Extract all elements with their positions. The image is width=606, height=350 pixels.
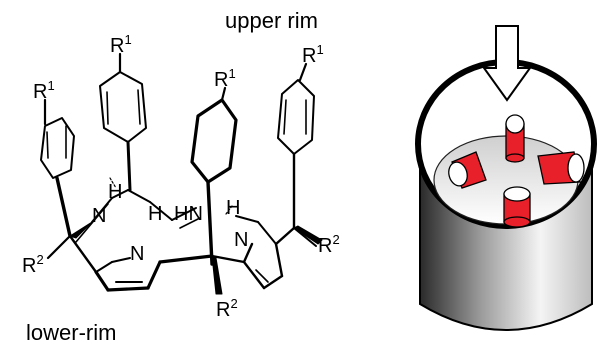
down-arrow-icon	[482, 25, 532, 102]
pyrrole-right	[242, 226, 296, 290]
r1-label-3: R1	[214, 66, 236, 91]
calixpyrrole-structure: R1 R1 R1 R1 R2 R2 R2 H N H HN N H N	[22, 32, 340, 321]
bond-ring3-meso3	[206, 180, 214, 266]
lower-rim-label: lower-rim	[26, 320, 117, 345]
r1-label-2: R1	[110, 32, 132, 57]
bond-meso3-right	[210, 254, 246, 264]
n-label-3: N	[234, 229, 248, 251]
pyrrole-back-right	[235, 215, 277, 245]
upper-rim-label: upper rim	[225, 8, 318, 33]
aryl-ring-2	[99, 71, 147, 143]
wedge-meso4	[293, 225, 323, 245]
hbond-dash-1	[109, 177, 117, 189]
r1-label-4: R1	[302, 42, 324, 67]
pyrrole-back-left	[75, 189, 173, 243]
pyrrole-front-left	[94, 257, 162, 292]
h-label-1: H	[108, 181, 122, 203]
aryl-ring-4	[277, 79, 315, 155]
binding-sites	[448, 114, 585, 228]
pyrrole-back-middle	[171, 207, 201, 229]
bond-ring1-meso1	[55, 176, 72, 238]
r2-label-2: R2	[216, 296, 238, 321]
r2-label-3: R2	[318, 232, 340, 257]
peg-top	[505, 114, 525, 163]
bond-meso1-pyrrole	[68, 234, 98, 274]
bond-meso4-r2	[293, 227, 317, 247]
bond-pyrrole-meso3	[158, 254, 214, 264]
wedge-meso1	[69, 221, 93, 239]
bond-r1-ring4	[298, 62, 308, 82]
h-label-2: H	[148, 203, 162, 225]
n-label-2: N	[130, 243, 144, 265]
aryl-ring-1	[40, 117, 75, 179]
wedge-meso3	[211, 255, 223, 295]
atom-labels: R1 R1 R1 R1 R2 R2 R2 H N H HN N H N	[22, 32, 340, 321]
peg-left	[448, 151, 487, 189]
peg-right	[537, 151, 585, 185]
cavity-cylinder-icon	[415, 25, 597, 331]
h-label-3: H	[226, 197, 240, 219]
aryl-ring-3	[190, 98, 238, 184]
r2-label-1: R2	[22, 252, 44, 277]
r1-label-1: R1	[33, 78, 55, 103]
hn-label: HN	[174, 203, 203, 225]
hbond-dash-2	[225, 205, 233, 215]
peg-bottom	[503, 186, 531, 228]
n-label-1: N	[92, 205, 106, 227]
bond-ring2-meso2	[126, 140, 132, 192]
bond-r1-ring3	[220, 86, 227, 102]
bond-meso1-r2	[46, 234, 72, 260]
